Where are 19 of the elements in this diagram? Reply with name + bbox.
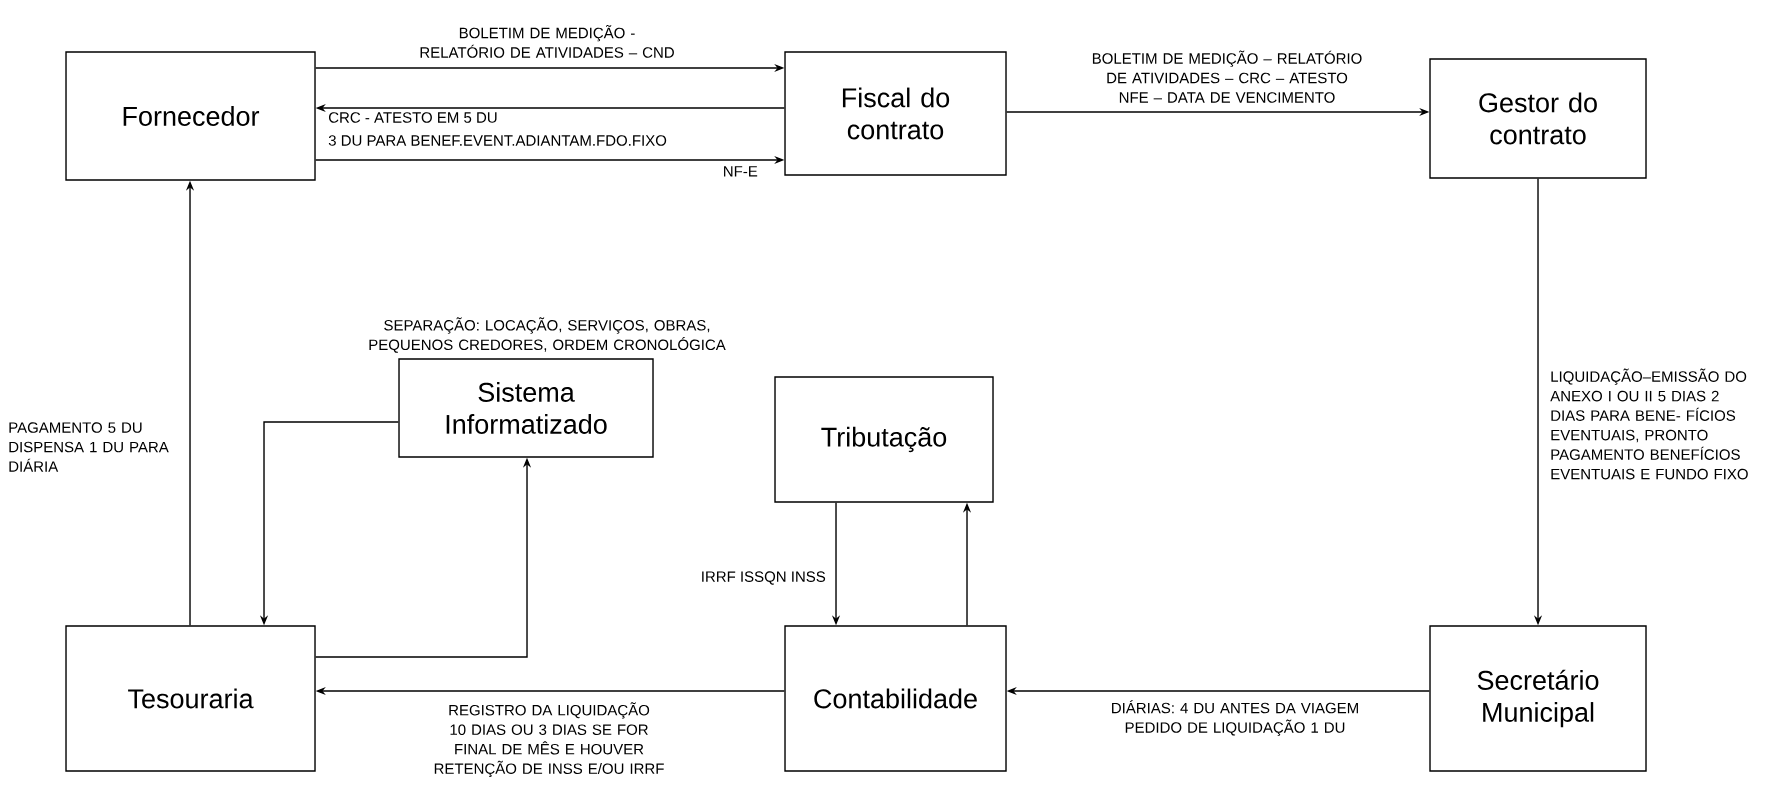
edge-label: LIQUIDAÇÃO–EMISSÃO DO ANEXO I OU II 5 DIAS 2 DIAS PARA BENE- FÍCIOS EVENTUAIS, PRONTO PAGAMENTO BENEFÍCIOS EVENTUAIS E FUNDO FIXO: [1550, 368, 1748, 480]
edge-label: BOLETIM DE MEDIÇÃO – RELATÓRIO DE ATIVIDADES – CRC – ATESTO NFE – DATA DE VENCIMENTO: [1092, 50, 1362, 103]
edge-label: PAGAMENTO 5 DU DISPENSA 1 DU PARA DIÁRIA: [9, 422, 169, 472]
process-box: Tributação: [774, 376, 994, 503]
process-box: Fornecedor: [65, 51, 316, 181]
edge-label: NF-E: [724, 166, 758, 177]
process-box: Fiscal do contrato: [784, 51, 1007, 176]
process-box: Gestor do contrato: [1429, 58, 1647, 179]
edge-label: BOLETIM DE MEDIÇÃO - RELATÓRIO DE ATIVIDADES – CND: [420, 25, 674, 58]
process-box: Secretário Municipal: [1429, 625, 1647, 772]
edge-label: DIÁRIAS: 4 DU ANTES DA VIAGEM PEDIDO DE LIQUIDAÇÃO 1 DU: [1112, 700, 1358, 736]
box-heading: SEPARAÇÃO: LOCAÇÃO, SERVIÇOS, OBRAS, PEQUENOS CREDORES, ORDEM CRONOLÓGICA: [369, 317, 726, 353]
edge-label: IRRF ISSQN INSS: [702, 571, 826, 585]
process-box: Contabilidade: [784, 625, 1007, 772]
edge-label: REGISTRO DA LIQUIDAÇÃO 10 DIAS OU 3 DIAS SE FOR FINAL DE MÊS E HOUVER RETENÇÃO DE INSS E/OU IRRF: [434, 702, 664, 778]
edge-label: CRC - ATESTO EM 5 DU: [329, 112, 497, 123]
process-box: Sistema Informatizado: [398, 358, 654, 458]
annotation-text: 3 DU PARA BENEF.EVENT.ADIANTAM.FDO.FIXO: [328, 135, 667, 146]
process-box: Tesouraria: [65, 625, 316, 772]
